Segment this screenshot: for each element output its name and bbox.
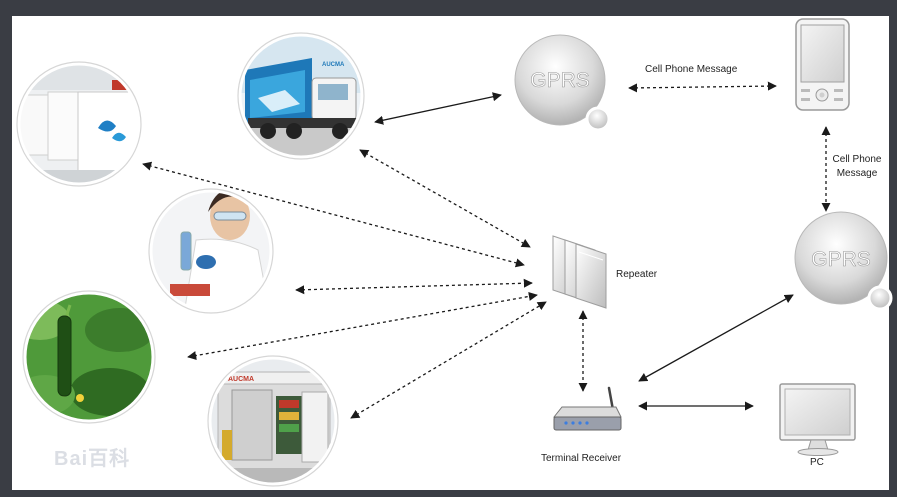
label-cell-phone-message-right: Cell Phone Message <box>826 153 888 181</box>
label-cell-phone-message-right-line1: Cell Phone <box>832 154 882 165</box>
gprs-label-right: GPRS <box>811 248 871 271</box>
scientist-photo-icon <box>148 188 274 314</box>
coldroom-brand: AUCMA <box>228 376 254 383</box>
truck-photo-icon: AUCMA <box>237 32 365 160</box>
link-gprs-phone-message <box>628 81 777 93</box>
cold-room-photo-icon: AUCMA <box>207 355 339 487</box>
link-truck-gprs <box>374 92 502 125</box>
label-pc: PC <box>810 457 824 468</box>
gprs-label-top: GPRS <box>530 69 590 92</box>
gprs-bubble-top: GPRS <box>514 34 611 132</box>
link-coldroom-repeater <box>350 301 547 419</box>
mobile-phone-icon <box>795 18 850 111</box>
label-terminal-receiver: Terminal Receiver <box>541 453 622 464</box>
freezer-photo-icon <box>16 61 142 187</box>
repeater-icon <box>552 235 607 309</box>
watermark: Bai百科 <box>54 448 131 470</box>
pc-monitor-icon <box>779 383 856 456</box>
label-cell-phone-message-right-line2: Message <box>836 168 878 179</box>
label-cell-phone-message-top: Cell Phone Message <box>645 64 738 75</box>
link-receiver-gprs-right <box>638 294 794 382</box>
link-truck-repeater <box>359 149 531 248</box>
gprs-bubble-right: GPRS <box>794 211 893 311</box>
cucumber-photo-icon <box>22 290 156 424</box>
connection-lines <box>142 81 831 419</box>
truck-brand: AUCMA <box>322 62 345 68</box>
router-icon <box>552 386 622 431</box>
label-repeater: Repeater <box>616 269 658 280</box>
link-scientist-repeater <box>295 278 533 295</box>
